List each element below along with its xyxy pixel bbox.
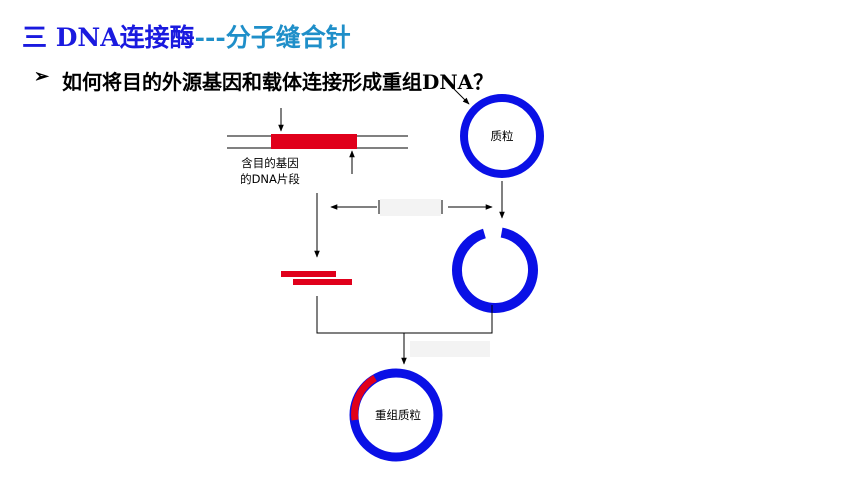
cut-fragment-top-strand (281, 271, 336, 277)
bullet-arrow-icon: ➢ (34, 66, 50, 87)
target-gene-segment (271, 134, 357, 149)
plasmid-label: 质粒 (491, 129, 514, 143)
question-line: ➢ 如何将目的外源基因和载体连接形成重组DNA？ (34, 66, 494, 95)
slide-title: 三 DNA连接酶---分子缝合针 (22, 18, 351, 54)
inserted-gene-arc (351, 374, 377, 421)
gene-label-line2: 的DNA片段 (240, 172, 300, 186)
gene-label-line1: 含目的基因 (241, 156, 299, 170)
opened-plasmid-ring (452, 226, 538, 313)
dna-fragment (227, 108, 408, 174)
plasmid-cut-arrow (452, 87, 470, 105)
recombinant-label: 重组质粒 (375, 408, 421, 422)
cut-gene-fragment (281, 271, 352, 285)
title-subtitle: ---分子缝合针 (194, 23, 351, 52)
question-text: 如何将目的外源基因和载体连接形成重组DNA？ (62, 70, 494, 94)
enzyme-label-blank (380, 199, 441, 216)
cut-fragment-bottom-strand (293, 279, 352, 285)
ligase-label-blank (410, 341, 490, 357)
title-main: 三 DNA连接酶 (22, 23, 195, 52)
plasmid-ring (460, 94, 544, 178)
